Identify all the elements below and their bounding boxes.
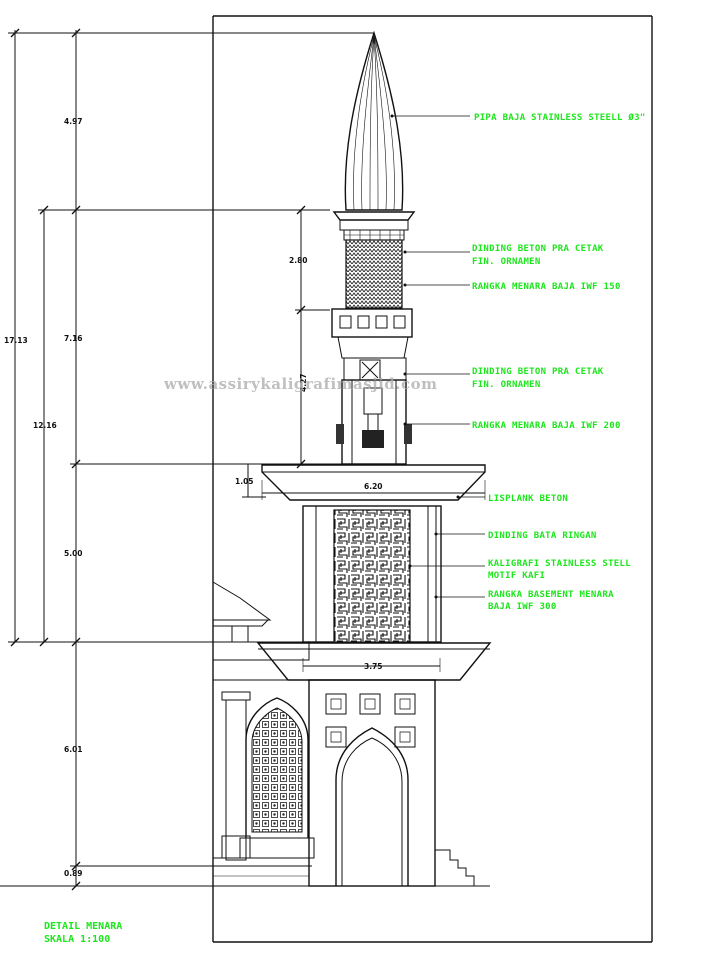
annotation-wall-mid-1: DINDING BETON PRA CETAK — [472, 367, 604, 377]
annotation-lisplank: LISPLANK BETON — [488, 494, 568, 504]
annotation-basement-frame-2: BAJA IWF 300 — [488, 602, 557, 612]
dim-lower-head: 4.27 — [299, 373, 308, 392]
annotation-wall-upper-1: DINDING BETON PRA CETAK — [472, 244, 604, 254]
dim-lisplank-height: 1.05 — [235, 477, 254, 486]
dimension-chains — [0, 28, 490, 891]
dim-shaft-height: 12.16 — [33, 421, 57, 430]
annotation-wall-mid-2: FIN. ORNAMEN — [472, 380, 541, 390]
dim-total-height: 17.13 — [4, 336, 28, 345]
upper-ornament-wall — [345, 239, 403, 309]
annotation-calligraphy-1: KALIGRAFI STAINLESS STELL — [488, 559, 631, 569]
annotation-basement-frame-1: RANGKA BASEMENT MENARA — [488, 590, 614, 600]
watermark-text: www.assirykaligrafimasjid.com — [163, 375, 438, 393]
lisplank-lower — [256, 642, 492, 681]
entry-steps — [435, 849, 490, 887]
annotation-frame-150: RANGKA MENARA BAJA IWF 150 — [472, 282, 621, 292]
drawing-scale: SKALA 1:100 — [44, 934, 110, 945]
lower-head — [336, 357, 412, 465]
tower-base — [308, 679, 436, 887]
leader-lines — [392, 115, 485, 598]
dim-lantern: 2.80 — [289, 256, 308, 265]
dim-plinth: 0.89 — [64, 869, 83, 878]
dim-basement: 5.00 — [64, 549, 83, 558]
dim-base: 6.01 — [64, 745, 83, 754]
spire — [344, 30, 404, 211]
annotation-frame-200: RANGKA MENARA BAJA IWF 200 — [472, 421, 621, 431]
leader-dots — [390, 114, 460, 599]
dim-upper: 7.16 — [64, 334, 83, 343]
annotation-spire-pipe: PIPA BAJA STAINLESS STEELL Ø3" — [474, 112, 646, 123]
annotation-light-brick: DINDING BATA RINGAN — [488, 531, 597, 541]
sheet-frame — [212, 15, 653, 943]
adjacent-building — [212, 581, 315, 887]
dim-lisplank-width: 6.20 — [364, 482, 383, 491]
drawing-title: DETAIL MENARA — [44, 921, 122, 932]
calligraphy-panel — [333, 509, 411, 643]
lisplank-upper — [261, 464, 486, 501]
balcony — [331, 308, 413, 359]
lantern-cap — [332, 211, 416, 241]
annotation-calligraphy-2: MOTIF KAFI — [488, 571, 545, 581]
annotation-wall-upper-2: FIN. ORNAMEN — [472, 257, 541, 267]
dim-spire: 4.97 — [64, 117, 83, 126]
